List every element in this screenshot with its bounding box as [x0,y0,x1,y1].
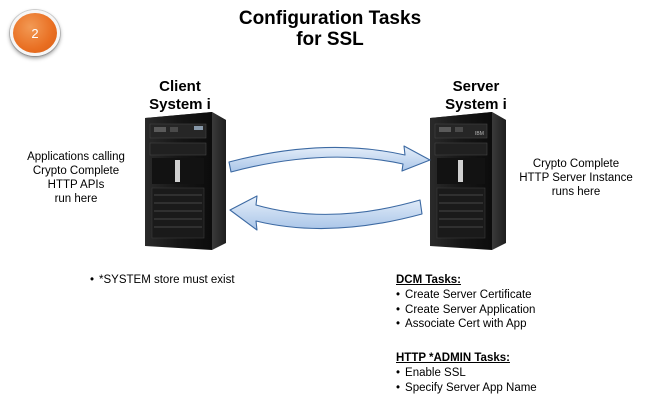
server-heading-line-2: System i [445,96,507,113]
server-description-line: HTTP Server Instance [519,172,633,184]
server-description-line: Crypto Complete [532,158,620,170]
http-admin-task-item: Specify Server App Name [396,381,537,396]
dcm-tasks-heading: DCM Tasks: [396,274,461,286]
dcm-task-item: Create Server Certificate [396,288,535,303]
client-bullet-item: *SYSTEM store must exist [90,273,234,288]
page-title: Configuration Tasks for SSL [180,8,480,50]
client-description: Applications calling Crypto Complete HTT… [14,150,138,206]
client-server-tower-icon [145,112,226,250]
step-number-badge: 2 [10,10,60,56]
title-line-1: Configuration Tasks [238,8,422,29]
server-description: Crypto Complete HTTP Server Instance run… [510,157,642,199]
dcm-tasks-section: DCM Tasks: Create Server Certificate Cre… [396,273,535,332]
client-heading-line-2: System i [149,96,211,113]
server-heading: Server System i [416,78,536,114]
title-line-2: for SSL [296,29,364,50]
request-arrow-icon [228,145,431,173]
client-heading: Client System i [120,78,240,114]
client-bullet-list: *SYSTEM store must exist [90,273,234,288]
server-description-line: runs here [551,186,601,198]
response-arrow-icon [229,195,423,231]
dcm-task-item: Create Server Application [396,303,535,318]
client-description-line: Applications calling [27,151,125,163]
client-description-line: HTTP APIs [47,179,105,191]
http-admin-tasks-section: HTTP *ADMIN Tasks: Enable SSL Specify Se… [396,351,537,395]
client-heading-line-1: Client [159,78,201,95]
http-admin-tasks-heading: HTTP *ADMIN Tasks: [396,352,510,364]
http-admin-task-item: Enable SSL [396,366,537,381]
client-description-line: run here [54,193,98,205]
server-heading-line-1: Server [452,78,500,95]
client-description-line: Crypto Complete [32,165,120,177]
server-logo: IBM [475,131,484,137]
dcm-task-item: Associate Cert with App [396,317,535,332]
server-tower-icon: IBM [430,112,506,250]
